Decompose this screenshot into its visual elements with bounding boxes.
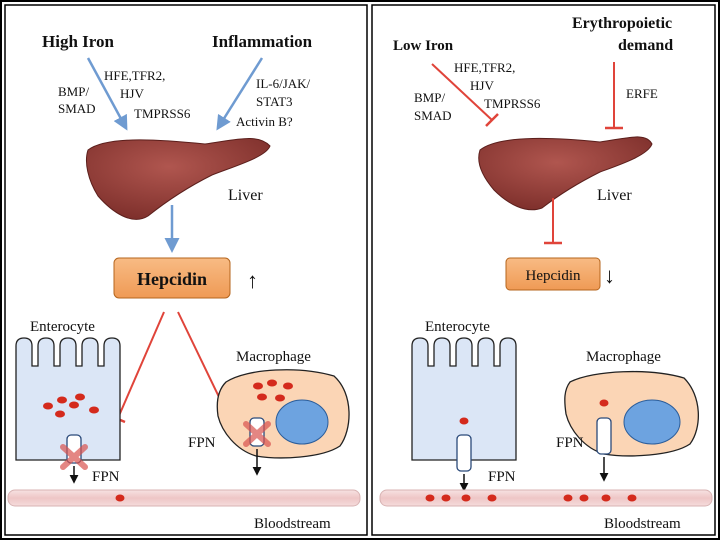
hepcidin-up-arrow: ↑ bbox=[247, 268, 258, 293]
blood-iron-particle bbox=[115, 494, 125, 502]
macrophage-label-left: Macrophage bbox=[236, 349, 311, 365]
right-panel bbox=[371, 4, 716, 536]
tmprss6-label-right: TMPRSS6 bbox=[484, 96, 541, 111]
hepcidin-box-right bbox=[505, 257, 601, 291]
high-iron-label: High Iron bbox=[42, 32, 115, 51]
liver-right bbox=[478, 136, 653, 211]
hepcidin-down-arrow: ↓ bbox=[604, 263, 615, 288]
hepcidin-label-left: Hepcidin bbox=[137, 269, 207, 289]
hjv-label: HJV bbox=[120, 86, 144, 101]
liver-label-left: Liver bbox=[228, 187, 263, 204]
fpn-label-macrophage-left: FPN bbox=[188, 435, 216, 451]
fpn-blocked-x-macrophage bbox=[243, 421, 271, 447]
bloodstream-left bbox=[7, 489, 361, 507]
low-iron-inhibit-line bbox=[431, 63, 493, 121]
macrophage-label-right: Macrophage bbox=[586, 349, 661, 365]
low-iron-label: Low Iron bbox=[393, 38, 454, 54]
fpn-label-macrophage-right: FPN bbox=[556, 435, 584, 451]
left-panel bbox=[4, 4, 368, 536]
enterocyte-label-right: Enterocyte bbox=[425, 319, 490, 335]
enterocyte-label-left: Enterocyte bbox=[30, 319, 95, 335]
blood-iron-particles-right bbox=[425, 494, 637, 502]
hepcidin-label-right: Hepcidin bbox=[526, 268, 581, 284]
fpn-label-enterocyte-right: FPN bbox=[488, 469, 516, 485]
liver-label-right: Liver bbox=[597, 187, 632, 204]
tmprss6-label: TMPRSS6 bbox=[134, 106, 191, 121]
fpn-blocked-x-enterocyte bbox=[60, 444, 88, 470]
hepcidin-inhibit-enterocyte-line bbox=[117, 311, 165, 419]
fpn-channel-enterocyte-right bbox=[456, 434, 472, 492]
il6-jak-label: IL-6/JAK/ bbox=[256, 76, 311, 91]
macrophage-iron-particles bbox=[253, 379, 293, 402]
hjv-label-right: HJV bbox=[470, 78, 494, 93]
enterocyte-cell-left bbox=[15, 337, 121, 461]
liver-left bbox=[85, 137, 271, 220]
low-iron-inhibit-bar bbox=[485, 113, 499, 127]
erythropoietic-label: Erythropoietic bbox=[572, 15, 672, 32]
fpn-channel-macrophage-right bbox=[596, 417, 612, 482]
hepcidin-box-left bbox=[113, 257, 231, 299]
stat3-label: STAT3 bbox=[256, 94, 293, 109]
inflammation-stimulate-arrow bbox=[216, 57, 264, 131]
demand-label: demand bbox=[618, 37, 673, 54]
bmp-label: BMP/ bbox=[58, 84, 89, 99]
bmp-label-right: BMP/ bbox=[414, 90, 445, 105]
activin-b-label: Activin B? bbox=[236, 114, 293, 129]
macrophage-nucleus-left bbox=[275, 399, 329, 445]
erfe-label: ERFE bbox=[626, 86, 658, 101]
enterocyte-cell-right bbox=[411, 337, 517, 461]
hfe-tfr2-label: HFE,TFR2, bbox=[104, 68, 165, 83]
left-high-iron-scenario: High Iron Inflammation BMP/ SMAD HFE,TFR… bbox=[7, 32, 361, 532]
right-low-iron-scenario: Low Iron Erythropoietic demand HFE,TFR2,… bbox=[379, 15, 713, 532]
smad-label: SMAD bbox=[58, 101, 96, 116]
bloodstream-right bbox=[379, 489, 713, 507]
high-iron-stimulate-arrow bbox=[86, 57, 128, 131]
bloodstream-label-right: Bloodstream bbox=[604, 516, 681, 532]
macrophage-nucleus-right bbox=[623, 399, 681, 445]
enterocyte-iron-particles bbox=[43, 393, 99, 418]
inflammation-label: Inflammation bbox=[212, 32, 313, 51]
enterocyte-iron-particle-right bbox=[459, 417, 469, 425]
fpn-label-enterocyte-left: FPN bbox=[92, 469, 120, 485]
hfe-tfr2-label-right: HFE,TFR2, bbox=[454, 60, 515, 75]
bloodstream-label-left: Bloodstream bbox=[254, 516, 331, 532]
macrophage-iron-particle-right bbox=[599, 399, 609, 407]
smad-label-right: SMAD bbox=[414, 108, 452, 123]
